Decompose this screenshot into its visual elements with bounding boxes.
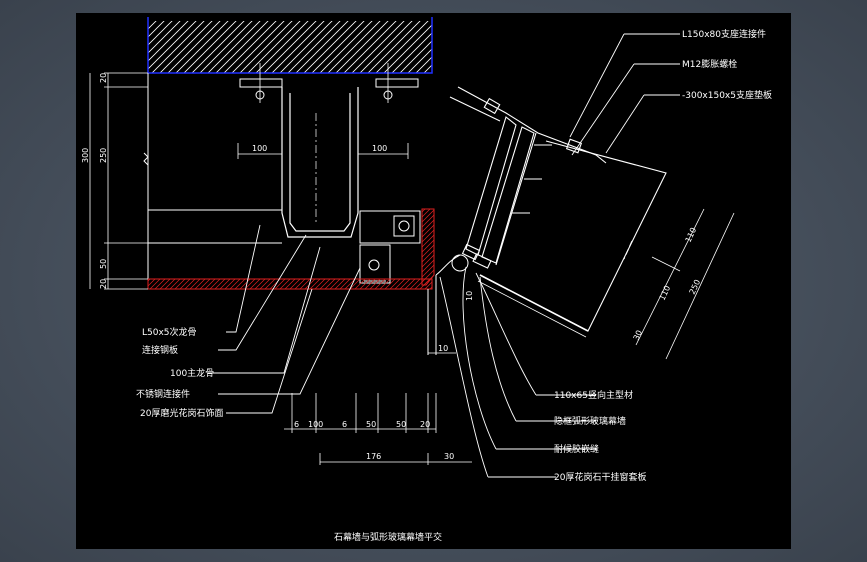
granite-hanging-board	[427, 275, 437, 355]
support-plate-right	[375, 63, 419, 103]
dim-bottom-0: 6	[294, 420, 299, 429]
dim-left-bottom: 20	[99, 279, 108, 289]
dim-right-total: 250	[688, 278, 703, 296]
secondary-keel	[147, 73, 282, 285]
support-plate-left	[239, 63, 283, 103]
label-support-plate: -300x150x5支座垫板	[682, 89, 772, 101]
dimension-lines	[89, 72, 735, 465]
drawing-title: 石幕墙与弧形玻璃幕墙平交	[334, 531, 442, 543]
sealant-joint	[435, 254, 469, 276]
label-hidden-frame-glass: 隐框弧形玻璃幕墙	[554, 415, 626, 427]
dim-width-left: 100	[252, 144, 267, 153]
break-marks	[143, 152, 149, 166]
label-stainless-connector: 不锈钢连接件	[136, 388, 190, 400]
granite-facing	[147, 208, 435, 290]
label-secondary-keel: L50x5次龙骨	[142, 326, 197, 338]
label-expansion-bolt: M12膨胀螺栓	[682, 58, 737, 70]
dim-bottom-5: 20	[420, 420, 430, 429]
main-keel-channel	[281, 87, 359, 238]
drawing-sheet: L150x80支座连接件 M12膨胀螺栓 -300x150x5支座垫板 110x…	[76, 13, 791, 549]
dim-bottom-2: 6	[342, 420, 347, 429]
stainless-connector	[359, 210, 421, 284]
dim-left-top: 20	[99, 73, 108, 83]
label-weather-sealant: 耐候胶嵌缝	[554, 443, 599, 455]
label-main-profile: 110x65竖向主型材	[554, 389, 633, 401]
dim-bottom-total: 176	[366, 452, 381, 461]
dim-right-110b: 110	[658, 284, 673, 302]
dim-left-total: 300	[81, 148, 90, 163]
dim-left-lower: 50	[99, 259, 108, 269]
dim-gap-10b: 10	[465, 291, 474, 301]
dim-bottom-4: 50	[396, 420, 406, 429]
label-granite-facing: 20厚磨光花岗石饰面	[140, 407, 223, 419]
label-support-connector: L150x80支座连接件	[682, 28, 766, 40]
concrete-wall	[147, 17, 433, 74]
detail-drawing: L150x80支座连接件 M12膨胀螺栓 -300x150x5支座垫板 110x…	[81, 17, 772, 543]
dim-bottom-3: 50	[366, 420, 376, 429]
dim-width-right: 100	[372, 144, 387, 153]
dim-right-small: 30	[632, 329, 644, 342]
dim-bottom-1: 100	[308, 420, 323, 429]
dim-bottom-extra: 30	[444, 452, 454, 461]
dim-left-upper: 250	[99, 148, 108, 163]
label-connecting-plate: 连接钢板	[142, 344, 178, 356]
leader-lines-right	[439, 33, 680, 478]
label-main-keel: 100主龙骨	[170, 367, 214, 379]
leader-lines-left	[208, 224, 361, 414]
dim-right-110a: 110	[684, 226, 699, 244]
dim-gap-10a: 10	[438, 344, 448, 353]
label-granite-hanging-board: 20厚花岗石干挂窗套板	[554, 471, 646, 483]
curved-glass-curtain-wall	[449, 86, 667, 338]
